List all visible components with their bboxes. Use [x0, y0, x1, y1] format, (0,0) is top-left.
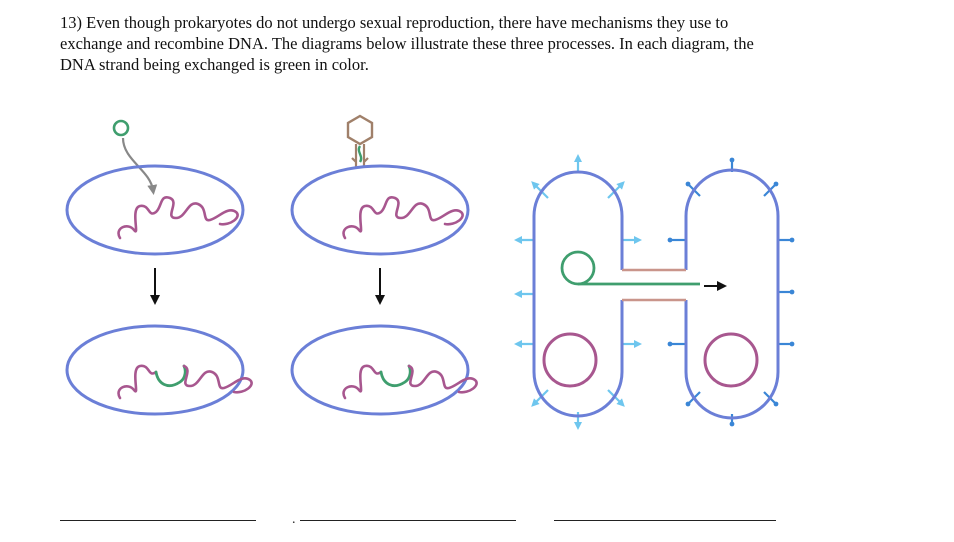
recipient-chromosome — [703, 332, 759, 388]
cell-before — [65, 164, 245, 256]
conjugation-diagram — [514, 154, 795, 430]
answer-separator-dot: . — [292, 512, 296, 527]
donor-pili — [514, 154, 642, 430]
chromosome-before — [117, 195, 239, 240]
answer-blank-3[interactable] — [554, 520, 776, 521]
chromosome-after-2 — [342, 364, 383, 400]
free-dna-circle — [112, 119, 130, 137]
chromosome-before-2 — [342, 195, 464, 240]
donor-chromosome — [542, 332, 598, 388]
question-line-3: DNA strand being exchanged is green in c… — [60, 55, 369, 74]
question-line-1: 13) Even though prokaryotes do not under… — [60, 13, 729, 32]
answer-blank-1[interactable] — [60, 520, 256, 521]
question-line-2: exchange and recombine DNA. The diagrams… — [60, 34, 754, 53]
transformation-diagram — [65, 119, 253, 416]
chromosome-after — [117, 364, 158, 400]
plasmid — [560, 250, 596, 286]
question-text: 13) Even though prokaryotes do not under… — [60, 12, 920, 75]
cell-before-2 — [290, 164, 470, 256]
phage-head — [346, 114, 374, 146]
answer-blank-2[interactable] — [300, 520, 516, 521]
cell-after-2 — [290, 324, 470, 416]
chromosome-after-tail-2 — [407, 364, 478, 394]
uptake-arrow — [121, 137, 158, 195]
chromosome-after-tail — [182, 364, 253, 394]
phage-tail — [351, 144, 369, 168]
donor-cell — [532, 170, 624, 418]
transduction-diagram — [290, 114, 478, 416]
recombined-dna — [154, 364, 187, 387]
recipient-cell — [684, 168, 780, 420]
cell-after — [65, 324, 245, 416]
recombined-dna-2 — [379, 364, 412, 387]
phage-dna — [357, 145, 363, 163]
